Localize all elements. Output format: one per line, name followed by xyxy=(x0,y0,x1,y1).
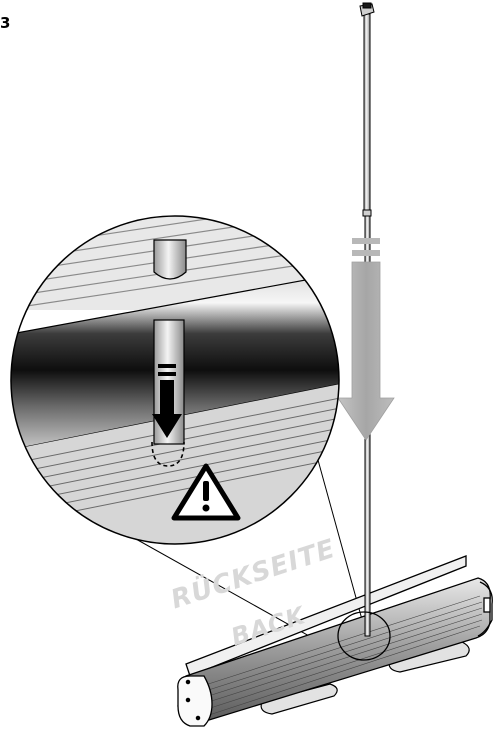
base-feet xyxy=(260,641,470,715)
magnified-detail xyxy=(10,215,340,545)
down-arrow-icon xyxy=(337,238,395,441)
warning-triangle-icon xyxy=(171,463,241,521)
step-number: 3 xyxy=(0,14,11,32)
zoom-target-circle xyxy=(337,611,391,661)
roll-up-base xyxy=(177,555,493,727)
